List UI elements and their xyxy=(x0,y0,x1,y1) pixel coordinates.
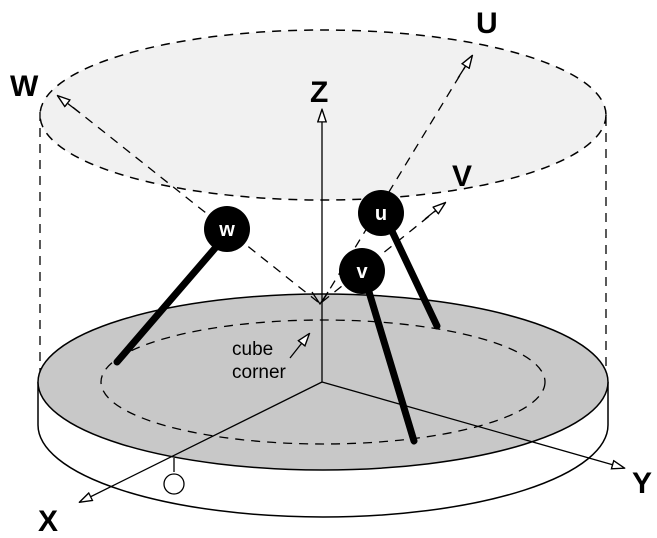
cube-corner-marker xyxy=(311,291,329,306)
arrow-v xyxy=(424,203,445,220)
label-v: V xyxy=(452,160,472,193)
ball-u xyxy=(358,190,404,236)
arrow-u xyxy=(457,56,472,79)
ball-u-label: u xyxy=(375,203,387,225)
platter-inner-circle xyxy=(100,319,546,445)
ball-w xyxy=(204,206,250,252)
label-u: U xyxy=(476,7,498,40)
rod-w xyxy=(113,228,233,366)
rod-v xyxy=(359,268,418,445)
cube-corner-arrow xyxy=(289,334,309,359)
label-y: Y xyxy=(632,467,652,500)
arrow-w xyxy=(58,96,81,114)
label-x: X xyxy=(38,505,58,538)
cube-corner-label-line1: cube xyxy=(232,339,273,360)
top-ellipse xyxy=(39,29,607,201)
ball-v xyxy=(339,248,385,294)
ball-v-label: v xyxy=(356,261,368,283)
label-w: W xyxy=(10,70,39,103)
x-axis xyxy=(80,381,323,502)
label-z: Z xyxy=(310,76,328,109)
ball-w-label: w xyxy=(218,219,235,241)
rotation-symbol-icon xyxy=(163,473,185,495)
guide-line-v xyxy=(321,204,444,303)
cube-corner-label-line2: corner xyxy=(232,362,287,383)
y-axis xyxy=(321,381,624,468)
guide-line-w xyxy=(64,100,319,303)
